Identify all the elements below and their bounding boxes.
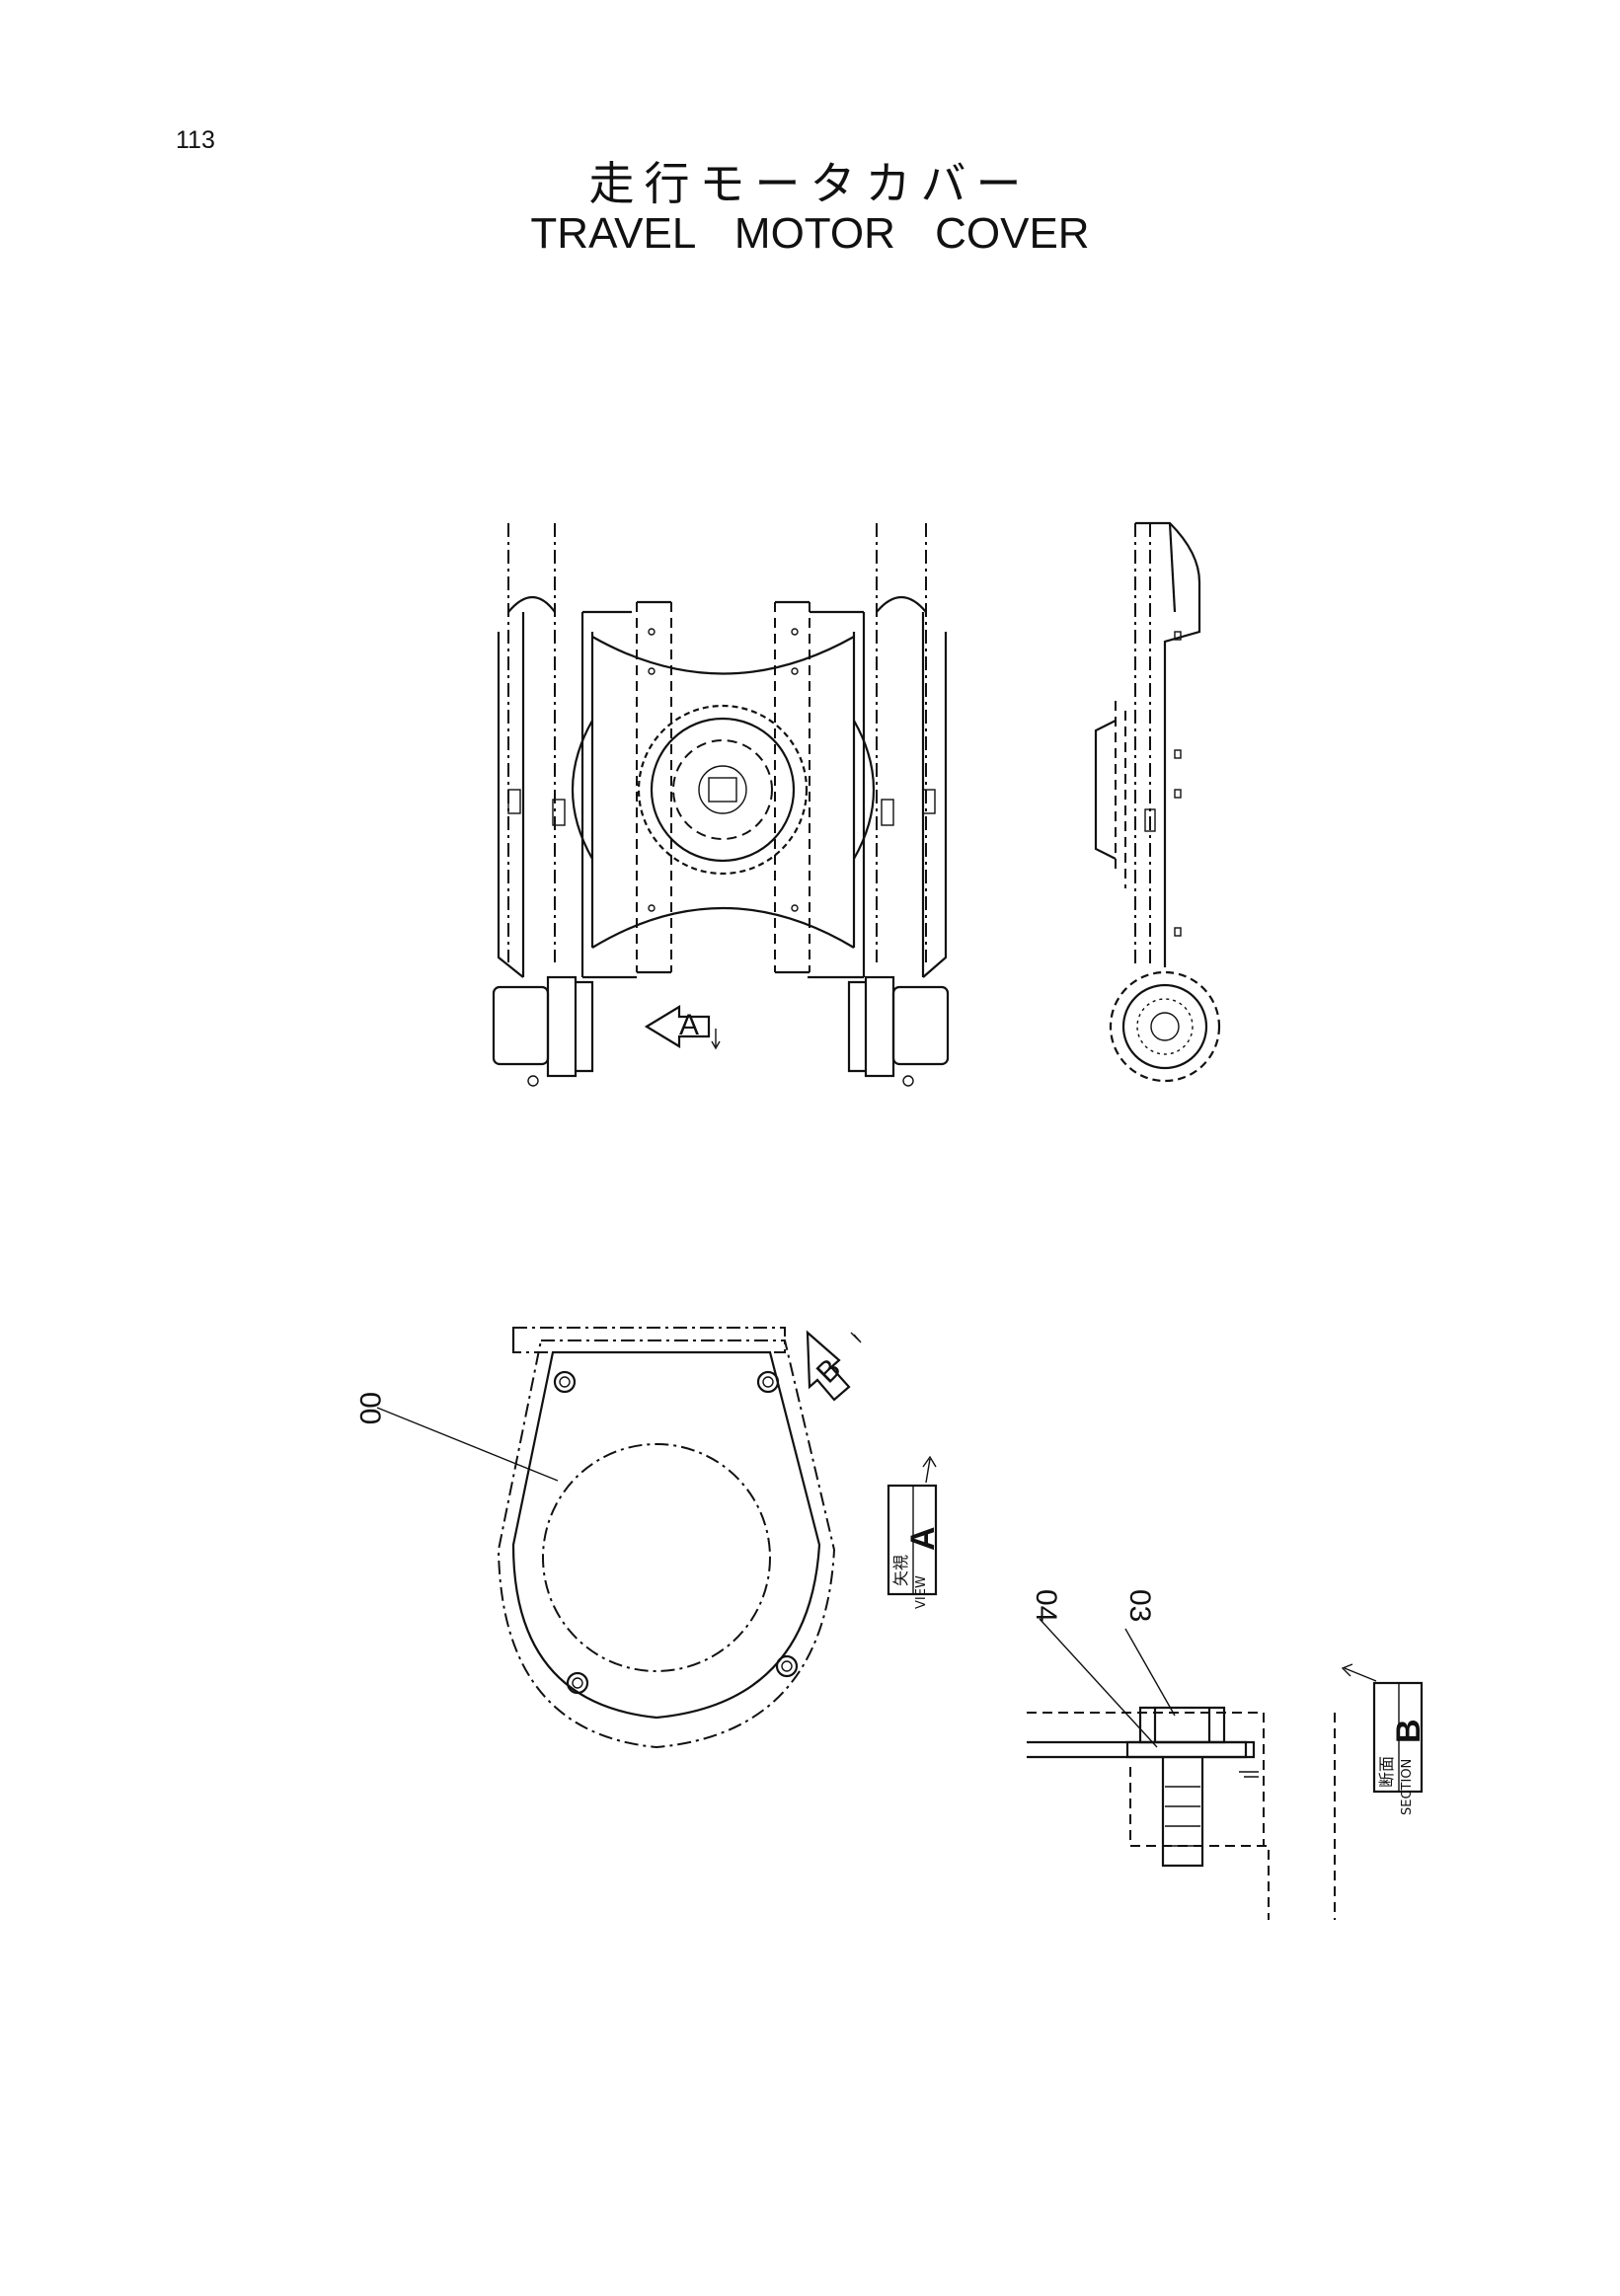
- view-arrow-a-label: A: [679, 1009, 699, 1041]
- frame-side-view: [1094, 521, 1221, 1083]
- frame-top-view: [492, 523, 950, 1087]
- callout-04: 04: [1030, 1589, 1158, 1748]
- cover-view-a: [497, 1327, 836, 1749]
- section-arrow-b: B: [806, 1330, 862, 1402]
- title-japanese: 走行モータカバー: [588, 157, 1032, 210]
- view-arrow-a: A: [644, 1005, 721, 1050]
- section-arrow-b-label: B: [810, 1352, 847, 1389]
- section-b-jp: 断面: [1377, 1756, 1396, 1788]
- view-a-label-box: A 矢視 VIEW: [887, 1455, 942, 1609]
- callout-03: 03: [1123, 1589, 1176, 1717]
- page-number: 113: [176, 126, 215, 154]
- view-a-en: VIEW: [914, 1575, 929, 1609]
- callout-00-label: 00: [353, 1392, 386, 1424]
- view-a-letter: A: [904, 1526, 942, 1551]
- section-b-detail: [1027, 1706, 1336, 1920]
- section-b-label-box: B 断面 SECTION: [1341, 1663, 1427, 1815]
- title-english: TRAVEL MOTOR COVER: [530, 209, 1090, 258]
- section-b-en: SECTION: [1400, 1759, 1415, 1815]
- callout-03-label: 03: [1123, 1589, 1156, 1622]
- callout-00: 00: [353, 1392, 559, 1482]
- callout-04-label: 04: [1030, 1589, 1062, 1622]
- section-b-letter: B: [1390, 1719, 1427, 1743]
- view-a-jp: 矢視: [891, 1555, 910, 1586]
